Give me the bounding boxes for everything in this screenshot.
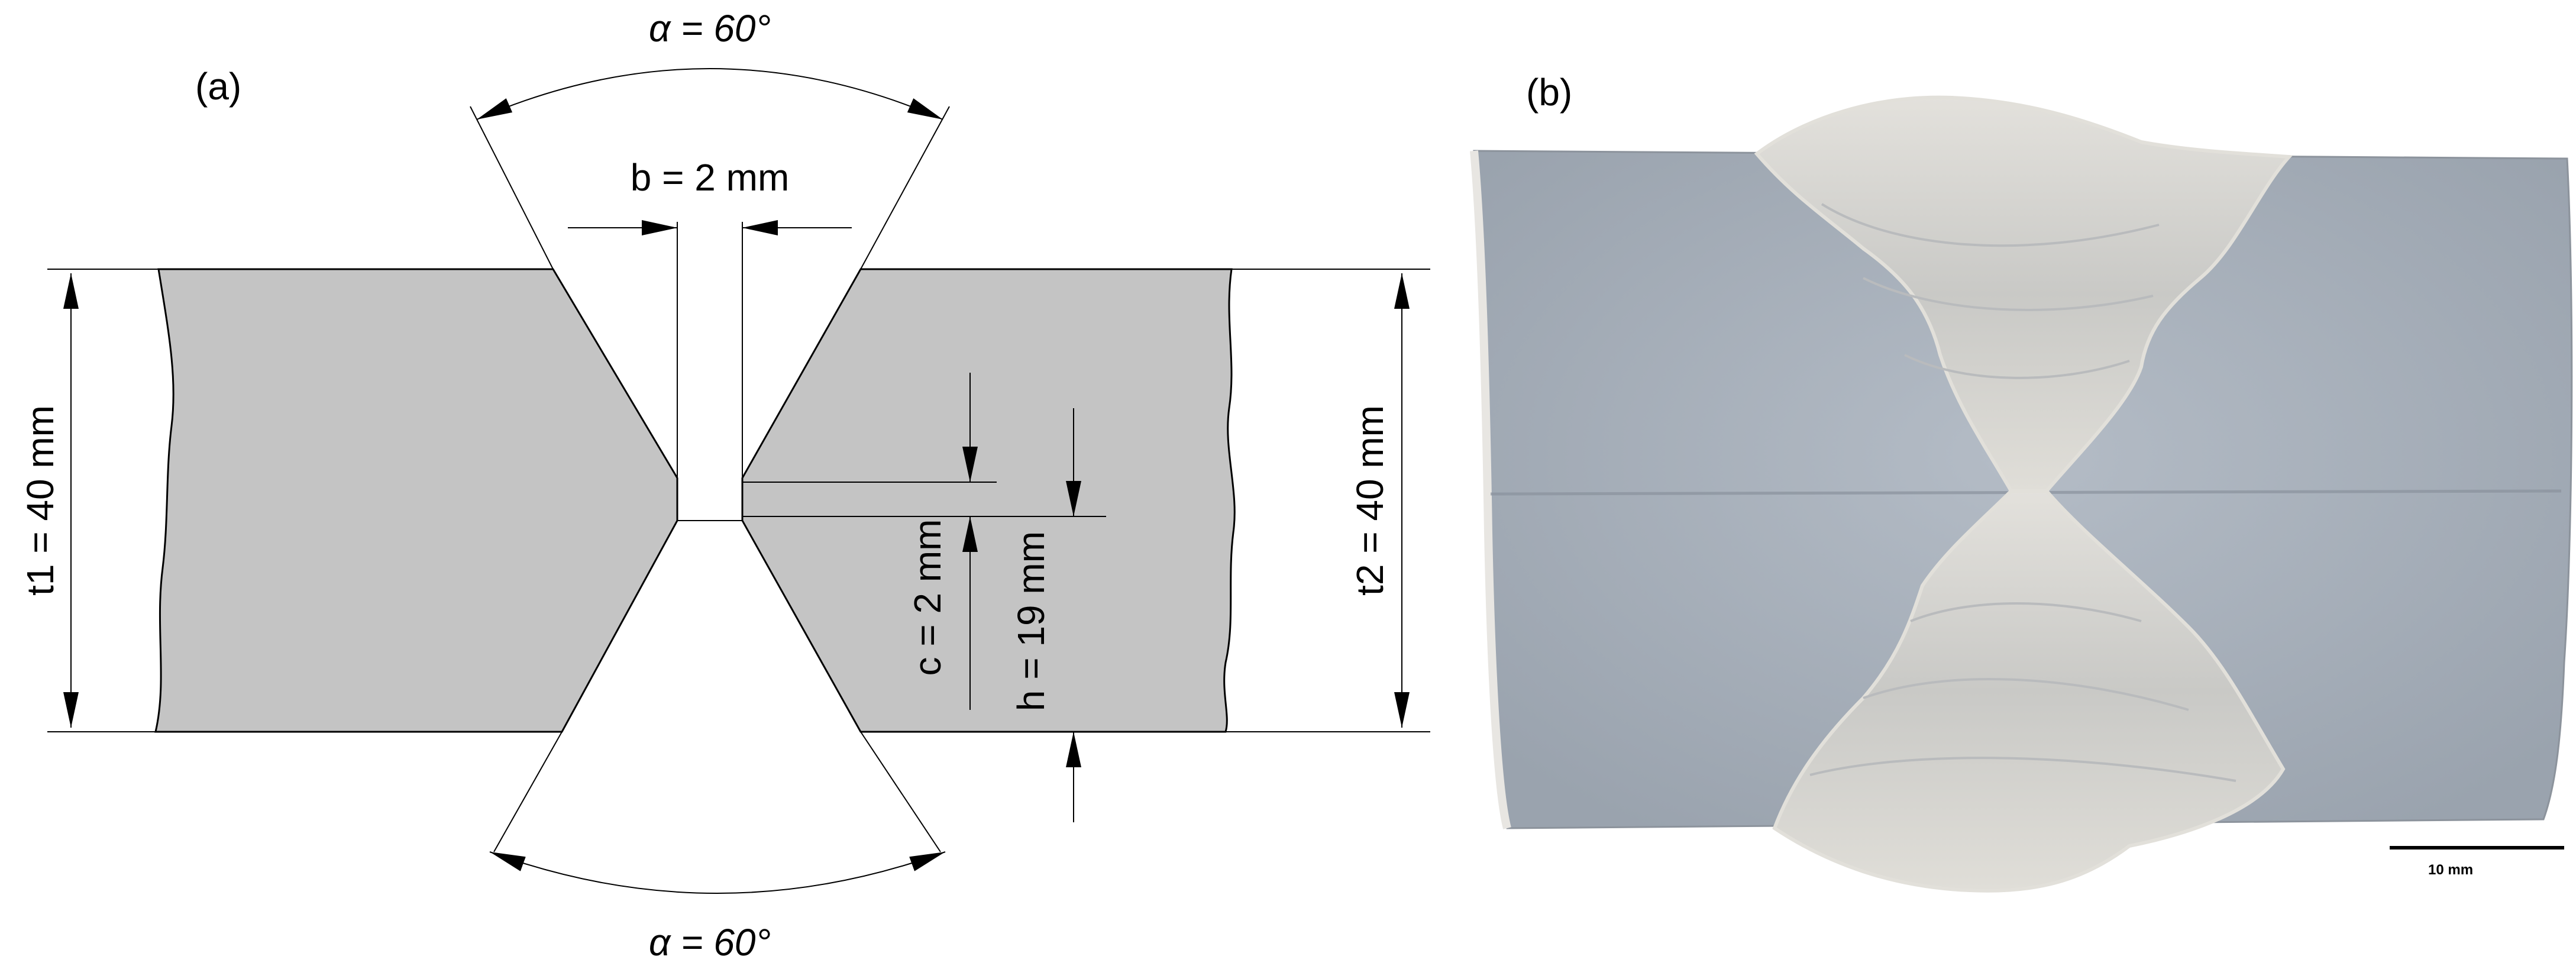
panel-a-diagram: (a) t1 = 40 mm t2 = 40 mm α = 60° α = 60… [19,7,1430,964]
weld-bottom-root [1772,489,2286,893]
alpha-top-label: α = 60° [649,7,771,50]
panel-a-label: (a) [195,65,241,108]
t2-label: t2 = 40 mm [1349,405,1391,596]
gap-b-label: b = 2 mm [631,156,790,199]
alpha-bottom-arc [489,851,946,894]
left-plate [154,268,678,733]
right-plate [741,268,1236,733]
h-label: h = 19 mm [1010,531,1052,711]
t1-label: t1 = 40 mm [19,405,62,596]
weld-top-cap [1754,95,2293,493]
alpha-top-arc [476,68,943,120]
alpha-bottom-label: α = 60° [649,921,771,964]
c-label: c = 2 mm [906,519,949,676]
panel-b-macrograph: (b) 10 mm [1470,71,2573,893]
panel-b-label: (b) [1526,71,1572,114]
scale-bar-label: 10 mm [2428,862,2473,878]
